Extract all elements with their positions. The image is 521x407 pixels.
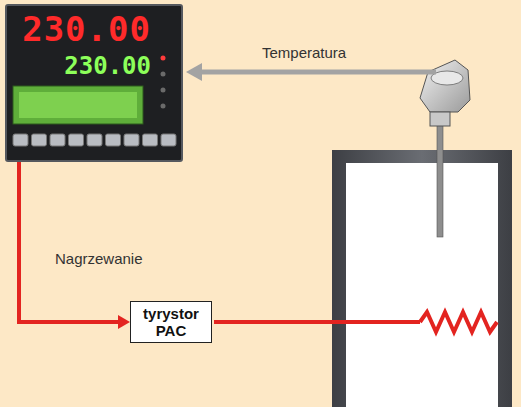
heater-wire (214, 320, 420, 324)
signal-label: Temperatura (262, 44, 346, 61)
key-button (143, 134, 158, 146)
key-button (106, 134, 121, 146)
temperature-controller: 230.00 230.00 (5, 4, 183, 162)
key-button (124, 134, 139, 146)
key-button (69, 134, 84, 146)
key-button (87, 134, 102, 146)
signal-arrow (200, 70, 436, 75)
sensor-stem (437, 125, 443, 237)
lcd-screen (13, 86, 143, 124)
vessel-wall (332, 150, 512, 407)
heating-connector (19, 162, 130, 329)
lcd-panel (19, 92, 137, 118)
key-button (161, 134, 176, 146)
edge-label: Nagrzewanie (55, 250, 143, 267)
process-box: tyrystor PAC (130, 301, 212, 344)
setpoint-display: 230.00 (22, 12, 151, 46)
indicator-led (161, 88, 166, 93)
indicator-led (161, 72, 166, 77)
indicator-led (161, 56, 166, 61)
key-button (50, 134, 65, 146)
vessel-inside (346, 163, 498, 407)
process-display: 230.00 (64, 54, 151, 78)
indicator-led (161, 104, 166, 109)
key-button (13, 134, 28, 146)
heater-coil (420, 312, 497, 332)
box-label: tyrystor PAC (137, 305, 205, 340)
arrowhead (118, 315, 130, 329)
connector-line (19, 162, 118, 322)
key-button (32, 134, 47, 146)
arrowhead (186, 63, 202, 81)
